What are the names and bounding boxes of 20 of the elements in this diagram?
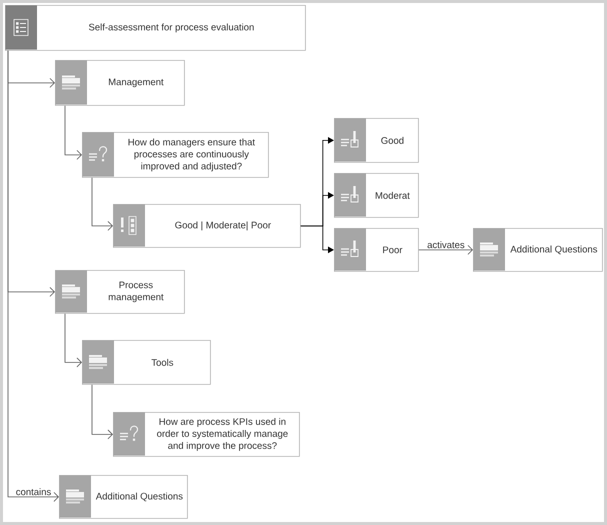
item-box: Moderat [334, 173, 419, 218]
edge-label: contains [14, 487, 52, 496]
arrow [64, 105, 82, 160]
item-box: Good | Moderate| Poor [113, 204, 301, 248]
item-box: Management [55, 60, 185, 106]
item-box: Additional Questions [473, 228, 603, 272]
item-box: Good [334, 118, 419, 163]
arrow [64, 313, 82, 368]
header-box: Self-assessment for process evaluation [5, 5, 306, 51]
arrow [92, 384, 113, 440]
item-box: Process management [55, 270, 185, 314]
item-box: Additional Questions [59, 475, 188, 519]
arrow [418, 245, 473, 255]
item-box: How are process KPIs used in order to systematically manage and improve the process? [113, 412, 300, 457]
arrow [8, 50, 59, 502]
item-box: Tools [82, 340, 211, 385]
arrow [92, 177, 113, 231]
edge-label: activates [426, 240, 466, 250]
item-box: Poor [334, 228, 419, 272]
item-box: How do managers ensure that processes are continuously improved and adjusted? [82, 132, 269, 178]
